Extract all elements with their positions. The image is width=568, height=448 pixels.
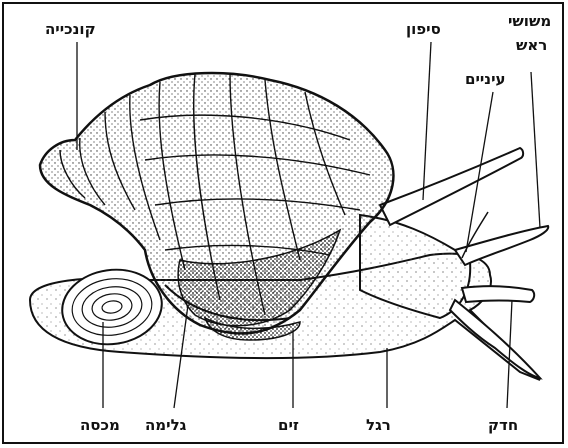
label-proboscis: חדק (488, 418, 518, 433)
leader-siphon (423, 42, 431, 200)
label-head-tentacles-2: ראש (516, 38, 547, 53)
siphon-shape (380, 148, 523, 225)
label-operculum: מכסה (80, 418, 120, 433)
lower-tentacle-shape (450, 300, 540, 378)
label-foot: רגל (366, 418, 391, 433)
label-shell: קונכייה (45, 22, 96, 37)
label-mantle: גלימה (145, 418, 186, 433)
label-gill: זים (278, 418, 299, 433)
label-eyes: עיניים (465, 72, 505, 87)
label-head-tentacles-1: משושי (508, 14, 551, 29)
label-siphon: סיפון (406, 22, 441, 37)
leader-head-tentacles (531, 72, 540, 228)
proboscis-shape (462, 286, 534, 302)
